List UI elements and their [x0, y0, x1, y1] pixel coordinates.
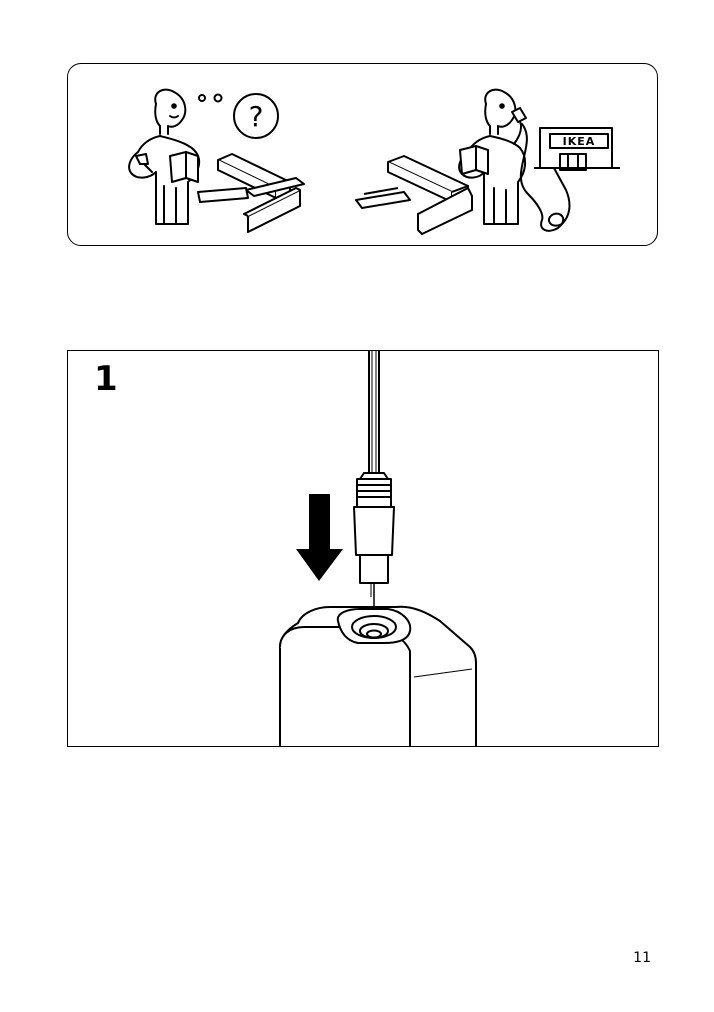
question-mark: ? [249, 100, 264, 133]
page-number: 11 [633, 950, 651, 966]
confused-person-icon [128, 88, 201, 225]
help-illustration: ? [128, 88, 620, 235]
help-panel: ? [67, 63, 658, 246]
down-arrow-icon [296, 494, 343, 581]
furniture-parts-icon [197, 153, 305, 233]
furniture-parts-right-icon [355, 155, 473, 235]
step-frame: 1 [67, 350, 659, 747]
step-number: 1 [94, 359, 118, 399]
ikea-store-icon [534, 127, 620, 171]
ikea-sign-text: IKEA [563, 135, 596, 148]
calling-person-icon [458, 88, 571, 232]
step-illustration [279, 351, 477, 746]
power-cable-icon [353, 351, 395, 635]
question-bubble-icon [198, 93, 279, 139]
lamp-base-icon [279, 605, 477, 746]
